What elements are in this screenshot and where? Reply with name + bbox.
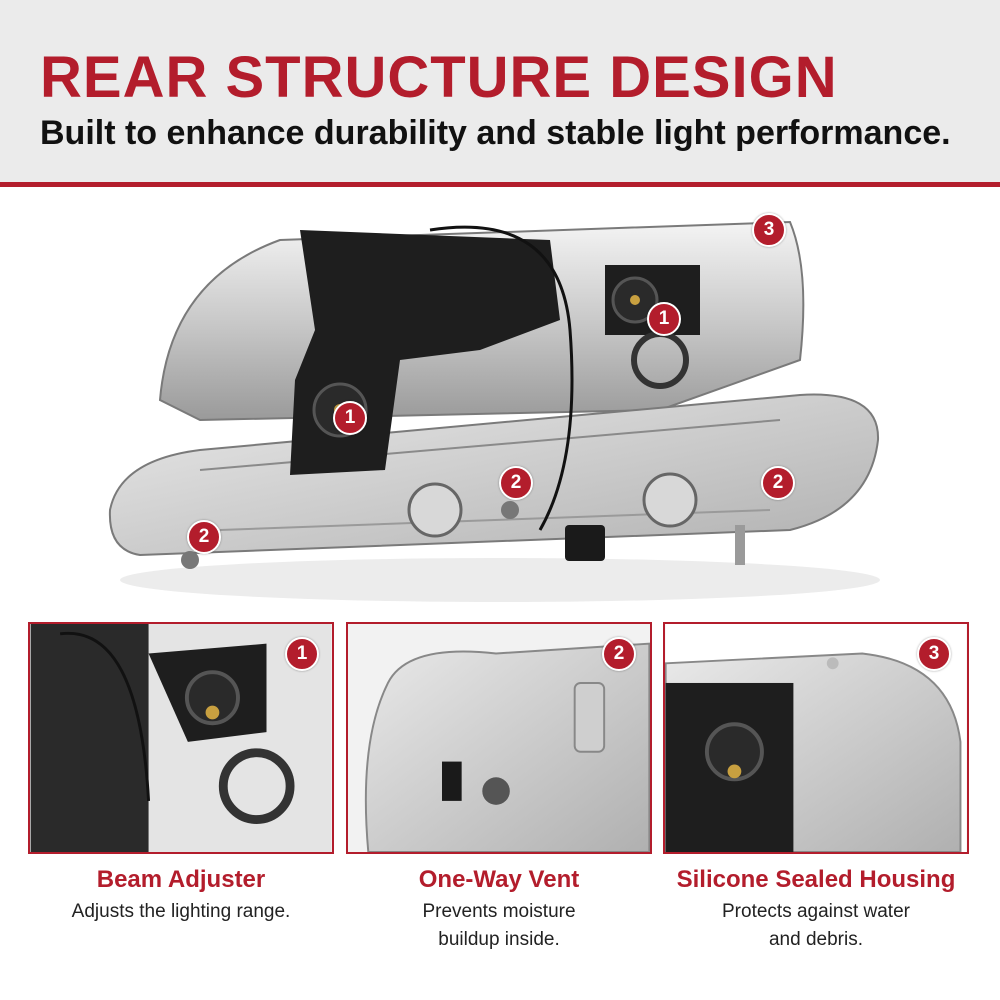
feature-title-sealed-housing: Silicone Sealed Housing xyxy=(676,866,956,893)
callout-badge-2: 2 xyxy=(761,466,795,500)
feature-image-beam-adjuster xyxy=(28,622,334,854)
feature-image-sealed-housing xyxy=(663,622,969,854)
feature-badge-3: 3 xyxy=(917,637,951,671)
feature-title-one-way-vent: One-Way Vent xyxy=(418,866,580,893)
callout-badge-2: 2 xyxy=(499,466,533,500)
page-title: REAR STRUCTURE DESIGN xyxy=(40,45,838,110)
callout-badge-2: 2 xyxy=(187,520,221,554)
feature-image-one-way-vent xyxy=(346,622,652,854)
callout-badge-3: 3 xyxy=(752,213,786,247)
page-subtitle: Built to enhance durability and stable l… xyxy=(40,114,951,152)
callout-badge-1: 1 xyxy=(647,302,681,336)
header-banner xyxy=(0,0,1000,182)
feature-desc-beam-adjuster: Adjusts the lighting range. xyxy=(71,901,291,922)
feature-desc-sealed-housing: Protects against water and debris. xyxy=(722,901,910,950)
feature-title-beam-adjuster: Beam Adjuster xyxy=(96,866,266,893)
hero-headlight-image xyxy=(100,210,900,610)
feature-badge-2: 2 xyxy=(602,637,636,671)
header-divider xyxy=(0,182,1000,187)
feature-badge-1: 1 xyxy=(285,637,319,671)
feature-desc-one-way-vent: Prevents moisture buildup inside. xyxy=(422,901,576,950)
callout-badge-1: 1 xyxy=(333,401,367,435)
